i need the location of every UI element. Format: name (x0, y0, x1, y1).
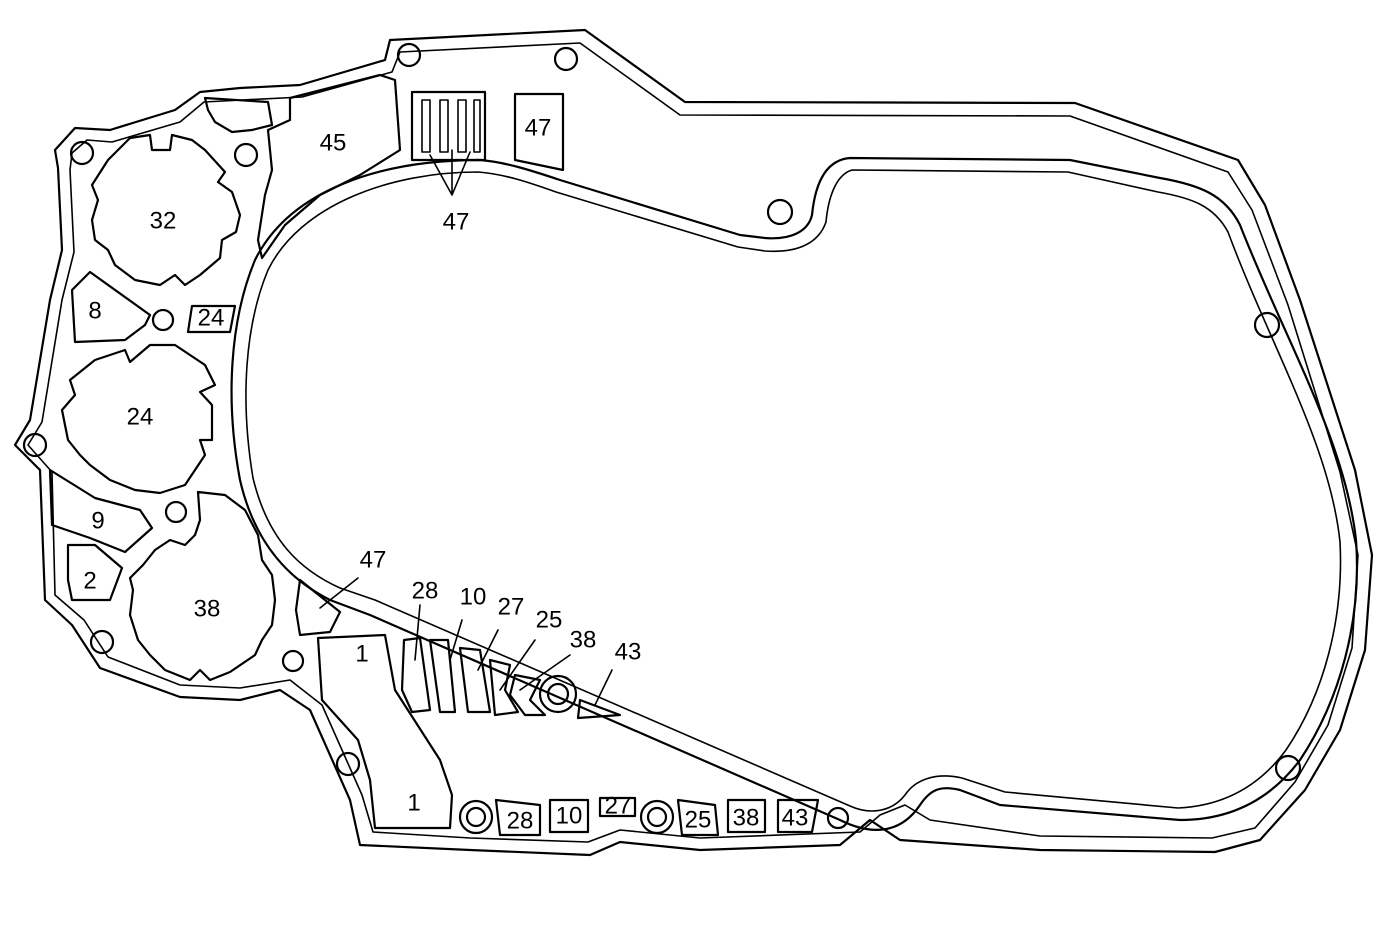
port-47-triangle (294, 578, 342, 637)
bottom-port-38 (726, 798, 767, 834)
bottom-port-10 (548, 798, 590, 834)
label-callout-47-top: 47 (443, 209, 470, 236)
bolt-hole (233, 142, 259, 168)
label-port-9: 9 (91, 508, 104, 535)
orifice-ring-inner (546, 682, 570, 706)
leader-10 (449, 619, 463, 661)
bore-32 (90, 133, 242, 287)
slot-25 (488, 658, 520, 717)
label-port-45: 45 (320, 130, 347, 157)
port-24-small (186, 304, 237, 334)
leader-47-top (429, 149, 471, 196)
label-bottom-38: 38 (733, 805, 760, 832)
port-45 (256, 73, 402, 260)
label-port-38: 38 (194, 596, 221, 623)
label-callout-38: 38 (570, 627, 597, 654)
leader-28 (414, 604, 421, 661)
bolt-hole (151, 308, 175, 332)
bottom-ring-right-outer (639, 799, 675, 835)
leader-47-mid (319, 577, 359, 609)
leader-27 (477, 629, 499, 671)
bore-38 (128, 490, 277, 682)
label-callout-27: 27 (498, 594, 525, 621)
bolt-hole (766, 198, 794, 226)
label-port-1-lower: 1 (407, 790, 420, 817)
label-callout-25: 25 (536, 607, 563, 634)
bolt-hole (89, 629, 115, 655)
main-opening-bead (245, 169, 1342, 812)
bolt-hole (826, 806, 850, 830)
bolt-hole (1274, 754, 1302, 782)
bottom-ring-left-inner (465, 806, 487, 828)
bottom-port-25 (676, 798, 720, 837)
label-bottom-10: 10 (556, 803, 583, 830)
label-callout-28: 28 (412, 578, 439, 605)
label-port-2: 2 (83, 568, 96, 595)
leader-43 (594, 669, 613, 706)
orifice-ring-outer (538, 674, 578, 714)
bolt-hole (1253, 311, 1281, 339)
label-port-1-upper: 1 (355, 641, 368, 668)
slot-10 (428, 638, 457, 714)
filter-screen-frame (410, 90, 487, 162)
bolt-hole (164, 500, 188, 524)
leader-25 (499, 639, 536, 691)
leader-38 (519, 654, 571, 691)
label-bottom-43: 43 (782, 805, 809, 832)
port-8 (70, 270, 152, 344)
label-bottom-27: 27 (605, 793, 632, 820)
slot-38 (508, 673, 547, 717)
main-opening (230, 156, 1359, 831)
port-1-channel (316, 633, 454, 830)
gasket-outer-edge (13, 28, 1374, 857)
label-callout-43: 43 (615, 639, 642, 666)
bottom-port-27 (598, 796, 637, 818)
slot-27 (458, 646, 492, 714)
port-channel-upper-left (203, 96, 274, 134)
bolt-hole (22, 432, 48, 458)
filter-screen-slots (421, 99, 481, 153)
label-bottom-25: 25 (685, 807, 712, 834)
label-port-8: 8 (88, 298, 101, 325)
bottom-port-43 (776, 798, 820, 834)
bolt-hole (69, 140, 95, 166)
bottom-port-28 (494, 798, 542, 837)
label-port-24: 24 (127, 404, 154, 431)
bolt-hole (281, 649, 305, 673)
bore-24 (60, 343, 217, 495)
label-callout-10: 10 (460, 584, 487, 611)
gasket-outer-bead (27, 42, 1359, 843)
port-2 (66, 543, 124, 602)
bolt-hole (396, 42, 422, 68)
label-bottom-28: 28 (507, 808, 534, 835)
port-47-box-shape (513, 92, 565, 172)
port-9 (48, 468, 154, 554)
label-port-24-small: 24 (198, 305, 225, 332)
bolt-hole (553, 46, 579, 72)
slot-43 (576, 698, 622, 720)
bottom-ring-right-inner (646, 806, 668, 828)
bolt-hole (335, 751, 361, 777)
label-port-32: 32 (150, 208, 177, 235)
bottom-ring-left-outer (458, 799, 494, 835)
label-port-47-box: 47 (525, 115, 552, 142)
label-callout-47-mid: 47 (360, 547, 387, 574)
